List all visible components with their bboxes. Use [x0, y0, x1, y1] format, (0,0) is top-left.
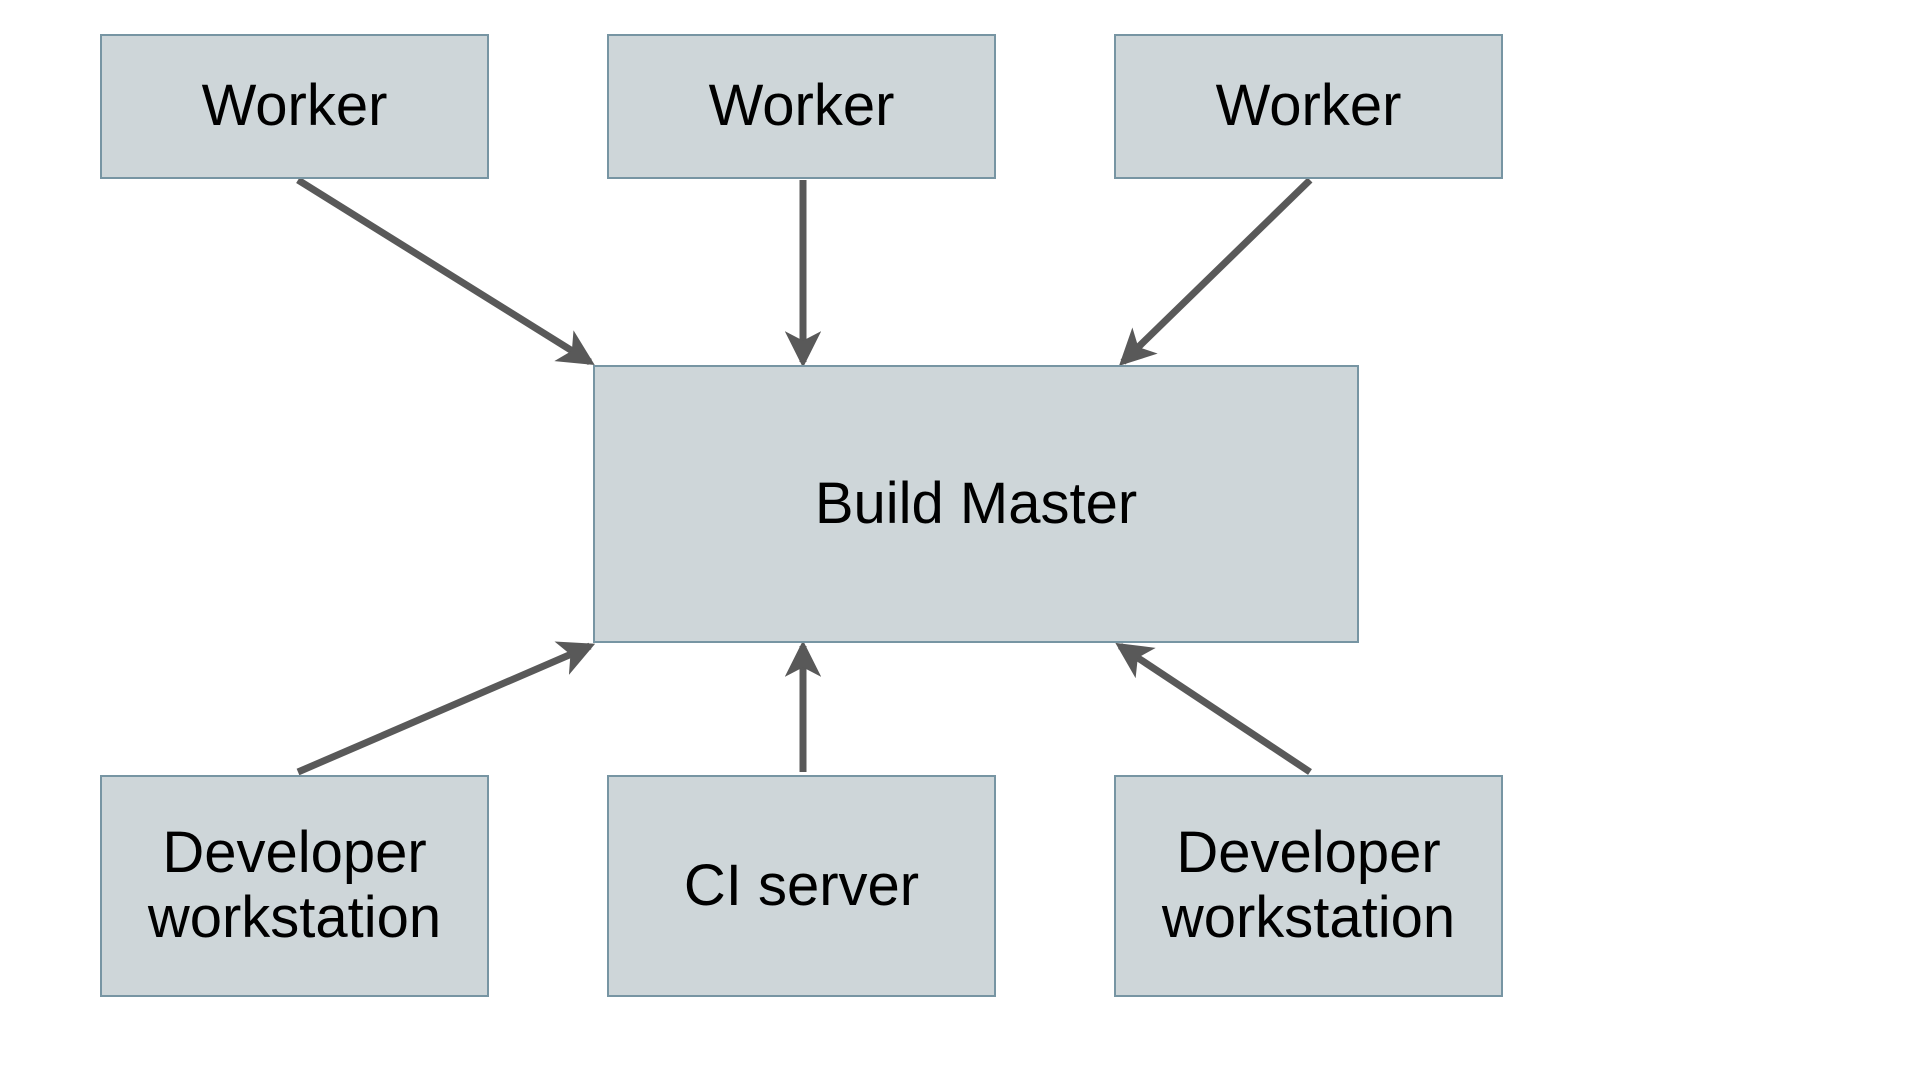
node-developer-workstation-left[interactable]: Developer workstation	[100, 775, 489, 997]
node-label: Build Master	[814, 470, 1138, 536]
edge-devright-to-master	[1115, 642, 1312, 775]
node-label: Worker	[1215, 73, 1402, 139]
node-worker-2[interactable]: Worker	[607, 34, 996, 179]
node-worker-1[interactable]: Worker	[100, 34, 489, 179]
node-developer-workstation-right[interactable]: Developer workstation	[1114, 775, 1503, 997]
node-worker-3[interactable]: Worker	[1114, 34, 1503, 179]
node-label: Developer workstation	[147, 820, 442, 950]
node-ci-server[interactable]: CI server	[607, 775, 996, 997]
edge-worker1-to-master	[296, 177, 595, 365]
node-build-master[interactable]: Build Master	[593, 365, 1359, 643]
node-label: Worker	[201, 73, 388, 139]
edge-devleft-to-master	[296, 641, 596, 776]
node-label: Developer workstation	[1161, 820, 1456, 950]
edge-worker3-to-master	[1118, 177, 1313, 366]
node-label: CI server	[683, 852, 920, 918]
node-label: Worker	[708, 73, 895, 139]
